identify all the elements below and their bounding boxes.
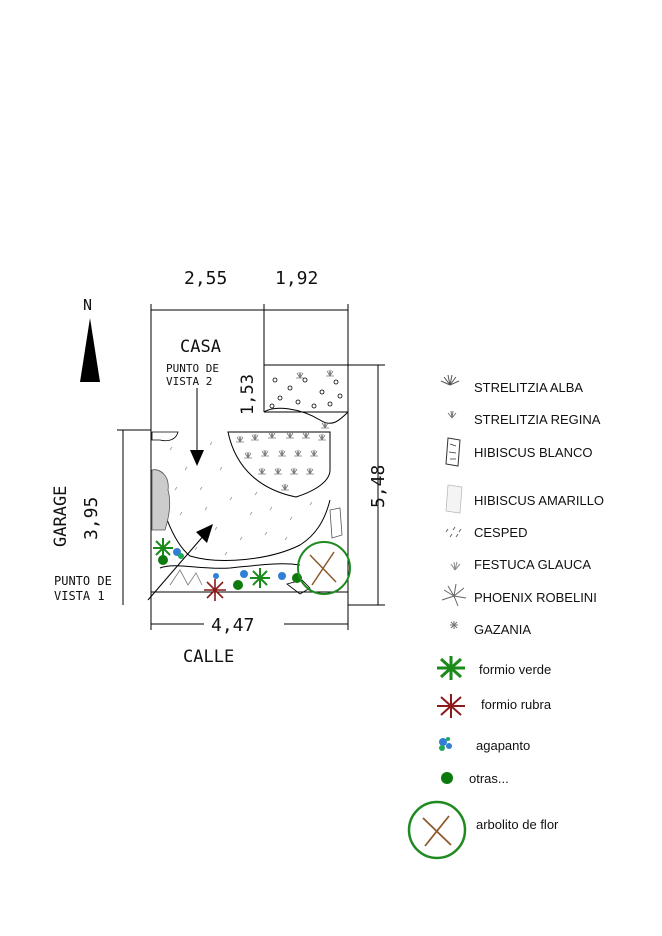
hibiscus-blanco-icon xyxy=(445,437,461,467)
viewpoint-2-line-2: VISTA 2 xyxy=(166,375,212,388)
agapanto-plants xyxy=(173,548,286,580)
legend-label-otras: otras... xyxy=(469,771,509,786)
otras-plants xyxy=(158,555,302,590)
legend-label-arbolito: arbolito de flor xyxy=(476,817,559,832)
street-label: CALLE xyxy=(183,647,234,667)
formio-rubra-plant xyxy=(204,579,226,601)
formio-verde-icon xyxy=(437,656,465,680)
bottom-dimension: 4,47 CALLE xyxy=(150,592,349,667)
dim-inner-vertical: 1,53 xyxy=(238,374,258,415)
dim-right-vertical: 5,48 xyxy=(368,465,389,508)
viewpoint-1-line-1: PUNTO DE xyxy=(54,574,112,588)
hibiscus-amarillo-icon xyxy=(445,484,463,514)
viewpoint-1-line-2: VISTA 1 xyxy=(54,589,105,603)
gazania-icon xyxy=(450,621,458,629)
garage-label: GARAGE xyxy=(51,486,71,547)
top-dimensions: 2,55 1,92 xyxy=(150,268,349,430)
north-label: N xyxy=(83,296,92,314)
dim-left-vertical: 3,95 xyxy=(81,497,102,540)
legend-label-hibiscus-amarillo: HIBISCUS AMARILLO xyxy=(474,493,604,508)
legend-label-phoenix-robelini: PHOENIX ROBELINI xyxy=(474,590,597,605)
festuca-field xyxy=(227,431,331,498)
legend-label-formio-verde: formio verde xyxy=(479,662,551,677)
legend-label-formio-rubra: formio rubra xyxy=(481,697,552,712)
viewpoint-1: PUNTO DE VISTA 1 xyxy=(54,524,213,603)
house-label: CASA xyxy=(180,337,221,357)
arbolito-icon xyxy=(407,800,467,860)
north-arrow: N xyxy=(80,296,100,382)
dim-top-right: 1,92 xyxy=(275,268,318,289)
dim-top-left: 2,55 xyxy=(184,268,227,289)
arbolito-tree xyxy=(297,541,351,595)
legend-label-hibiscus-blanco: HIBISCUS BLANCO xyxy=(474,445,592,460)
hibiscus-hedge xyxy=(151,431,343,539)
formio-verde-plants xyxy=(153,538,270,588)
phoenix-robelini-icon xyxy=(441,583,467,607)
viewpoint-2-line-1: PUNTO DE xyxy=(166,362,219,375)
agapanto-icon xyxy=(439,737,452,751)
right-dimension: 5,48 xyxy=(348,365,389,606)
viewpoint-2: PUNTO DE VISTA 2 xyxy=(166,362,219,466)
festuca-glauca-icon xyxy=(450,561,461,571)
strelitzia-regina-icon xyxy=(447,410,457,419)
gravel-bed xyxy=(263,369,349,429)
cesped-icon xyxy=(445,526,462,538)
legend-label-gazania: GAZANIA xyxy=(474,622,531,637)
legend-label-agapanto: agapanto xyxy=(476,738,530,753)
legend-label-strelitzia-regina: STRELITZIA REGINA xyxy=(474,412,601,427)
formio-rubra-icon xyxy=(437,694,465,718)
legend-label-cesped: CESPED xyxy=(474,525,527,540)
north-arrow-icon xyxy=(80,318,100,382)
left-dimension: 3,95 GARAGE xyxy=(51,429,151,605)
viewpoint-2-arrow-icon xyxy=(190,450,204,466)
legend-label-strelitzia-alba: STRELITZIA ALBA xyxy=(474,380,583,395)
viewpoint-1-arrow-icon xyxy=(196,524,213,543)
dim-bottom: 4,47 xyxy=(211,615,254,636)
bottom-planting xyxy=(153,538,351,601)
house-outline: CASA xyxy=(150,309,265,430)
legend-label-festuca-glauca: FESTUCA GLAUCA xyxy=(474,557,591,572)
strelitzia-alba-icon xyxy=(440,374,460,386)
otras-icon xyxy=(441,772,453,784)
